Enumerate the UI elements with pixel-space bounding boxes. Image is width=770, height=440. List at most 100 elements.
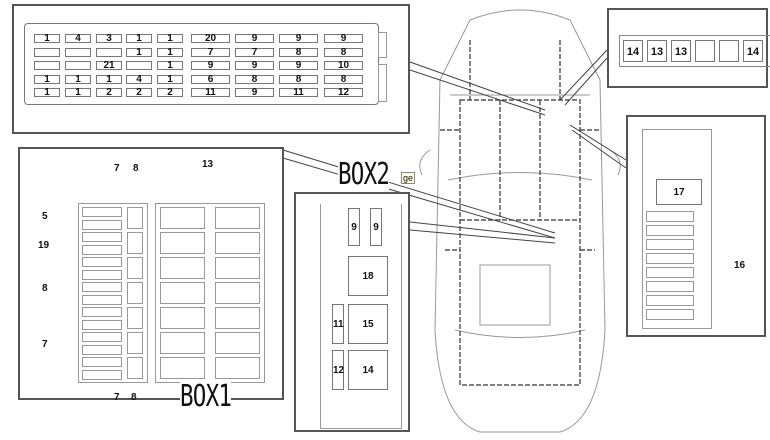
- box1-panel: 7 8 7 8 13 5 19 8 7: [18, 147, 284, 403]
- box1-fuse-slot: [82, 219, 122, 230]
- fuse-cell: 2: [157, 88, 183, 98]
- box1-relay-slot: [160, 282, 205, 304]
- box1-relay-slot: [215, 232, 260, 254]
- box2-fuse: 14: [348, 350, 388, 390]
- box1-fuse-slot: [82, 269, 122, 280]
- fuse-cell: 11: [191, 88, 230, 98]
- box1-fuse-slot: [82, 332, 122, 342]
- fuse-cell: 3: [96, 34, 122, 44]
- box1-relay-slot: [215, 257, 260, 279]
- tooltip-fragment: ge: [401, 172, 416, 184]
- box1-relay-slot: [160, 257, 205, 279]
- box1-relay-slot: [215, 207, 260, 229]
- fuse-cell: 1: [34, 75, 60, 85]
- box1-relay-label: 13: [202, 159, 214, 170]
- box1-fuse-slot: [127, 332, 143, 354]
- box1-fuse-slot: [82, 307, 122, 317]
- right-fuse-slot: [646, 211, 694, 222]
- fuse-cell: 9: [235, 88, 274, 98]
- fuse-cell: [65, 61, 91, 70]
- box1-fuse-slot: [82, 344, 122, 355]
- fuse-cell: 6: [191, 75, 230, 85]
- box1-fuse-slot: [127, 282, 143, 304]
- fuse-cell: 1: [34, 34, 60, 44]
- box1-fuse-slot: [82, 232, 122, 242]
- box1-relay-slot: [215, 332, 260, 354]
- side-slot: [378, 64, 387, 102]
- fuse-cell: 1: [157, 75, 183, 85]
- fuse-cell: 1: [126, 34, 152, 44]
- right-fuse-panel: 17 16: [626, 115, 766, 337]
- fuse-cell: 8: [279, 75, 318, 85]
- fuse-cell: 9: [235, 34, 274, 44]
- box1-fuse-slot: [127, 207, 143, 229]
- box1-relay-slot: [160, 357, 205, 379]
- fuse-cell: 21: [96, 61, 122, 71]
- connector-cell: 13: [671, 40, 691, 62]
- connector-cell: 13: [647, 40, 667, 62]
- box1-relay-slot: [215, 357, 260, 379]
- box1-title: BOX1: [180, 379, 232, 414]
- right-fuse-slot: [646, 309, 694, 320]
- box1-top-label-7: 7: [114, 163, 120, 174]
- box1-bottom-label-8: 8: [131, 392, 137, 403]
- connector-housing: [619, 35, 770, 67]
- fuse-cell: [34, 48, 60, 57]
- box1-relay-slot: [160, 332, 205, 354]
- box1-relay-slot: [160, 207, 205, 229]
- box1-fuse-slot: [127, 307, 143, 329]
- box2-title: BOX2: [338, 157, 390, 192]
- box1-fuse-slot: [82, 257, 122, 267]
- fuse-cell: 7: [235, 48, 274, 58]
- box1-fuse-slot: [82, 294, 122, 305]
- right-fuse-slot: [646, 295, 694, 306]
- box2-fuse: 15: [348, 304, 388, 344]
- fuse-cell: 1: [157, 48, 183, 58]
- box1-side-label: 19: [38, 240, 50, 251]
- box2-fuse: 11: [332, 304, 344, 344]
- fuse-cell: [126, 61, 152, 70]
- right-fuse-housing: [642, 129, 712, 329]
- fuse-cell: [96, 48, 122, 57]
- box1-fuse-slot: [127, 232, 143, 254]
- right-fuse-slot: [646, 281, 694, 292]
- fuse-cell: 1: [65, 88, 91, 98]
- fuse-cell: 9: [279, 61, 318, 71]
- fuse-cell: 12: [324, 88, 363, 98]
- box2-fuse: 18: [348, 256, 388, 296]
- box1-bottom-label-7: 7: [114, 392, 120, 403]
- fuse-cell: 8: [324, 48, 363, 58]
- box1-fuse-slot: [82, 369, 122, 380]
- box1-side-label: 5: [42, 211, 48, 222]
- fuse-cell: 1: [126, 48, 152, 58]
- connector-cell: 14: [623, 40, 643, 62]
- fuse-cell: 1: [65, 75, 91, 85]
- fuse-cell: 2: [126, 88, 152, 98]
- right-fuse-slot: [646, 267, 694, 278]
- fuse-cell: 20: [191, 34, 230, 44]
- fuse-cell: 8: [324, 75, 363, 85]
- right-fuse-slot: [646, 239, 694, 250]
- box1-relay-slot: [160, 307, 205, 329]
- right-fuse-slot: [646, 253, 694, 264]
- box1-relay-slot: [215, 307, 260, 329]
- fuse-group-label-16: 16: [734, 260, 746, 271]
- fuse-cell: 4: [65, 34, 91, 44]
- box1-fuse-slot: [82, 282, 122, 292]
- fuse-cell: 4: [126, 75, 152, 85]
- box1-fuse-slot: [82, 207, 122, 217]
- fuse-cell: 9: [279, 34, 318, 44]
- fuse-cell: 10: [324, 61, 363, 71]
- box1-relay-slot: [215, 282, 260, 304]
- right-fuse-slot: [646, 225, 694, 236]
- box2-fuse: 12: [332, 350, 344, 390]
- box1-fuse-block: [78, 203, 148, 383]
- fuse-cell: 11: [279, 88, 318, 98]
- fuse-cell: [65, 48, 91, 57]
- fuse-cell: 9: [235, 61, 274, 71]
- box1-fuse-slot: [82, 244, 122, 255]
- relay-17: 17: [656, 179, 702, 205]
- box1-fuse-slot: [127, 357, 143, 379]
